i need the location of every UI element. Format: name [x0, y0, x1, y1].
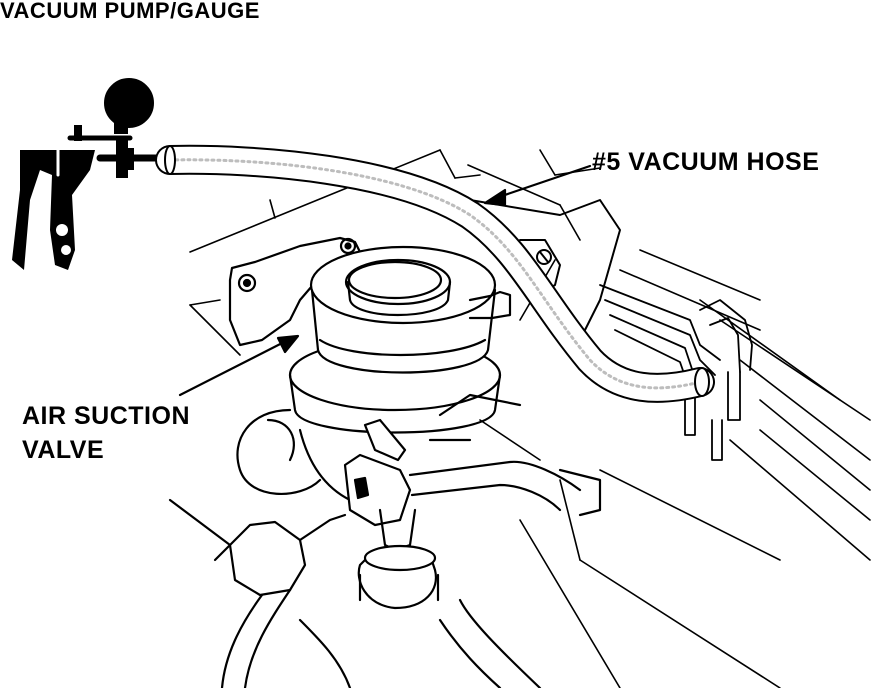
lower-left-components — [168, 498, 542, 688]
air-suction-valve — [228, 236, 512, 502]
hose-clamp-elbow — [343, 393, 602, 610]
vacuum-hose-5 — [155, 144, 715, 403]
valve-leader-line — [178, 336, 294, 397]
vacuum-hose-label: #5 VACUUM HOSE — [592, 148, 820, 176]
hose-leader-line — [488, 164, 592, 202]
leader-lines — [178, 164, 592, 397]
engine-background-lines — [189, 149, 871, 688]
right-side-pipes — [599, 284, 753, 461]
vacuum-pump-gauge — [12, 78, 169, 270]
air-suction-valve-label-line1: AIR SUCTION — [22, 402, 190, 430]
vacuum-pump-gauge-label: VACUUM PUMP/GAUGE — [0, 0, 260, 23]
air-suction-valve-label-line2: VALVE — [22, 436, 105, 464]
